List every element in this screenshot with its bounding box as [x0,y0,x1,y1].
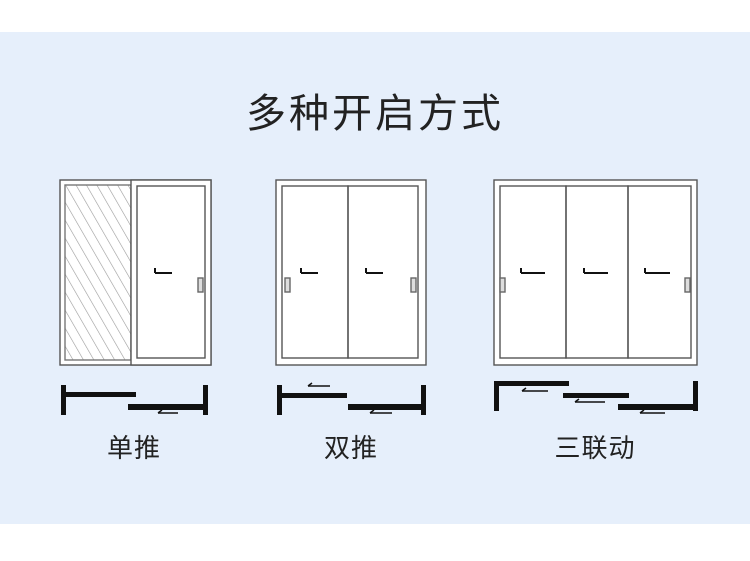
page-title: 多种开启方式 [246,91,504,137]
label-triple-linkage: 三联动 [554,434,636,464]
single-slide-door-elevation [59,179,212,366]
double-slide-door-elevation [275,179,427,366]
label-single-slide: 单推 [106,434,161,464]
triple-linkage-door-elevation [493,179,698,366]
double-slide-plan [277,382,426,415]
single-slide-plan [61,385,208,415]
label-double-slide: 双推 [323,434,378,464]
triple-linkage-plan [494,381,698,414]
